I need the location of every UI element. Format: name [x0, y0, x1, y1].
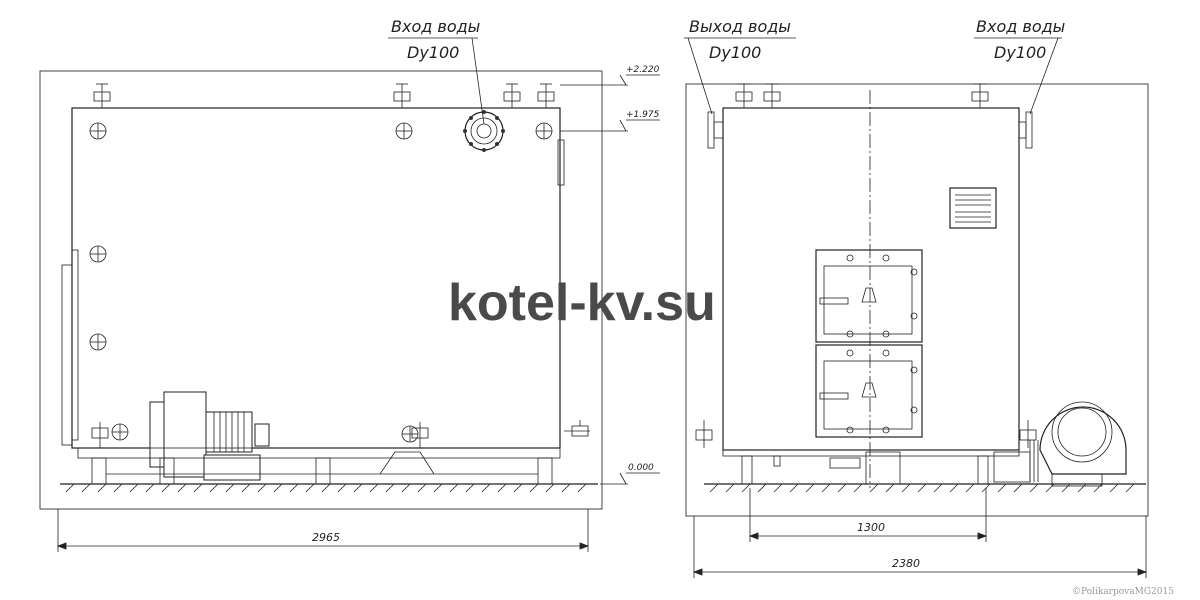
- side-inlet-leader: [388, 37, 485, 125]
- front-leaders: [684, 37, 1062, 115]
- front-fan: [993, 401, 1127, 487]
- front-outlet-label: Выход воды: [689, 17, 791, 36]
- side-length-dimension: [56, 509, 590, 552]
- front-nameplate: [949, 187, 997, 229]
- front-inlet-size: Dy100: [994, 43, 1046, 62]
- copyright: ©PolikarpovaMG2015: [1072, 587, 1174, 597]
- level-top: +2.220: [626, 65, 660, 75]
- front-width-dimension: [692, 516, 1148, 578]
- side-inlet-label: Вход воды: [391, 17, 480, 36]
- side-view: Вход воды Dy100: [39, 17, 660, 552]
- front-base: [722, 449, 1020, 485]
- side-bottom-valves: [91, 420, 590, 448]
- level-ground: 0.000: [628, 463, 654, 473]
- front-outlet-size: Dy100: [709, 43, 761, 62]
- front-ground-hatch: [709, 483, 1135, 493]
- side-door-strip: [61, 264, 73, 446]
- front-width-value: 2380: [892, 557, 920, 570]
- side-burner-assembly: [149, 391, 270, 481]
- side-inlet-size: Dy100: [407, 43, 459, 62]
- side-right-pipe: [557, 139, 565, 186]
- front-top-valves: [735, 83, 989, 108]
- side-body-panel: [71, 249, 79, 441]
- front-bottom-valves: [695, 420, 1037, 448]
- front-base-value: 1300: [857, 521, 885, 534]
- level-middle: +1.975: [626, 110, 660, 120]
- front-upper-door: [815, 249, 923, 343]
- side-top-valves: [93, 83, 555, 108]
- front-side-flanges: [707, 111, 1033, 149]
- side-level-marks: [560, 74, 660, 485]
- side-markers: [89, 122, 553, 443]
- side-ground-hatch: [65, 483, 587, 493]
- front-inlet-label: Вход воды: [976, 17, 1065, 36]
- watermark: kotel-kv.su: [448, 274, 716, 332]
- front-base-dimension: [748, 488, 988, 542]
- front-boiler-body: [722, 107, 1020, 451]
- front-lower-door: [815, 344, 923, 438]
- side-inlet-flange: [463, 110, 505, 152]
- front-view-frame: [685, 83, 1149, 517]
- side-length-value: 2965: [312, 531, 340, 544]
- side-view-frame: [39, 70, 603, 510]
- front-view: Выход воды Dy100 Вход воды Dy100: [684, 17, 1149, 578]
